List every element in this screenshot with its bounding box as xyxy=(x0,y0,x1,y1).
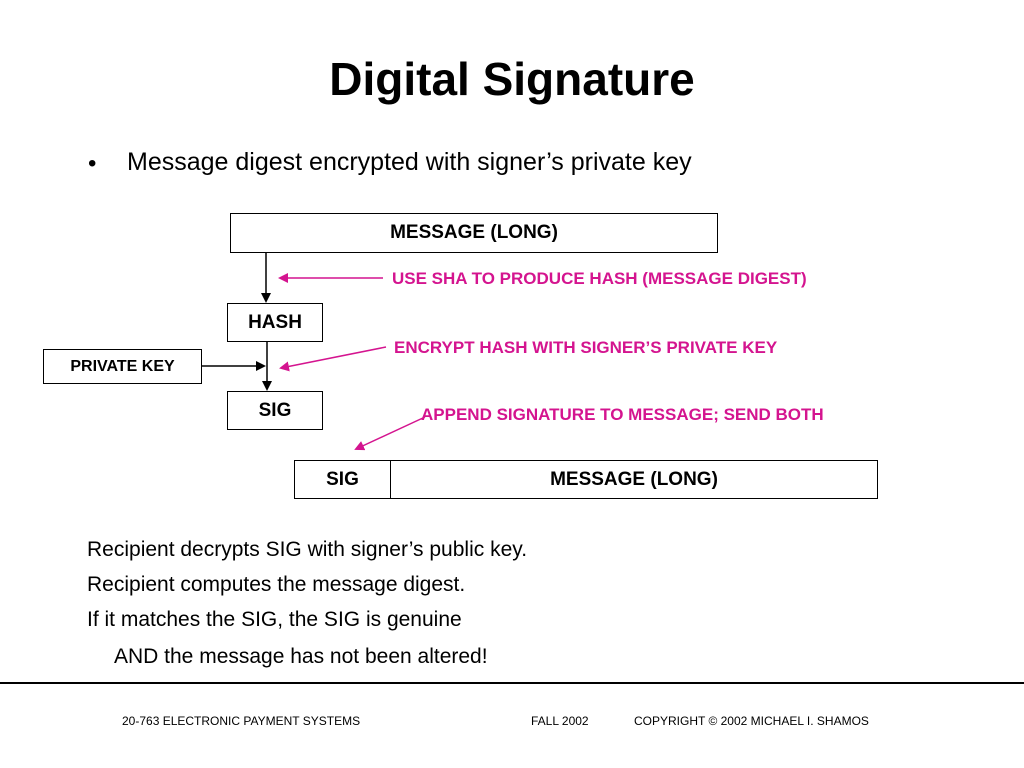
encrypt-note-arrow xyxy=(279,346,387,372)
encrypt-note: ENCRYPT HASH WITH SIGNER’S PRIVATE KEY xyxy=(394,338,778,357)
sig-box: SIG xyxy=(227,391,323,430)
sha-note: USE SHA TO PRODUCE HASH (MESSAGE DIGEST) xyxy=(392,269,807,288)
body-line-1: Recipient decrypts SIG with signer’s pub… xyxy=(87,538,528,561)
append-note: APPEND SIGNATURE TO MESSAGE; SEND BOTH xyxy=(421,405,824,424)
body-line-4: AND the message has not been altered! xyxy=(114,645,488,668)
footer-copyright: COPYRIGHT © 2002 MICHAEL I. SHAMOS xyxy=(634,714,869,728)
hash-box: HASH xyxy=(227,303,323,342)
body-line-3: If it matches the SIG, the SIG is genuin… xyxy=(87,608,462,631)
message-box: MESSAGE (LONG) xyxy=(230,213,718,253)
slide-title: Digital Signature xyxy=(329,53,695,105)
result-sig-cell: SIG xyxy=(294,460,391,499)
append-note-arrow xyxy=(354,416,426,451)
footer-course: 20-763 ELECTRONIC PAYMENT SYSTEMS xyxy=(122,714,361,728)
body-line-2: Recipient computes the message digest. xyxy=(87,573,466,596)
bullet-marker: • xyxy=(88,150,97,177)
private-key-box: PRIVATE KEY xyxy=(43,349,202,384)
result-message-cell: MESSAGE (LONG) xyxy=(390,460,878,499)
footer-divider xyxy=(0,682,1024,684)
footer-term: FALL 2002 xyxy=(531,714,589,728)
bullet-text: Message digest encrypted with signer’s p… xyxy=(127,148,692,176)
